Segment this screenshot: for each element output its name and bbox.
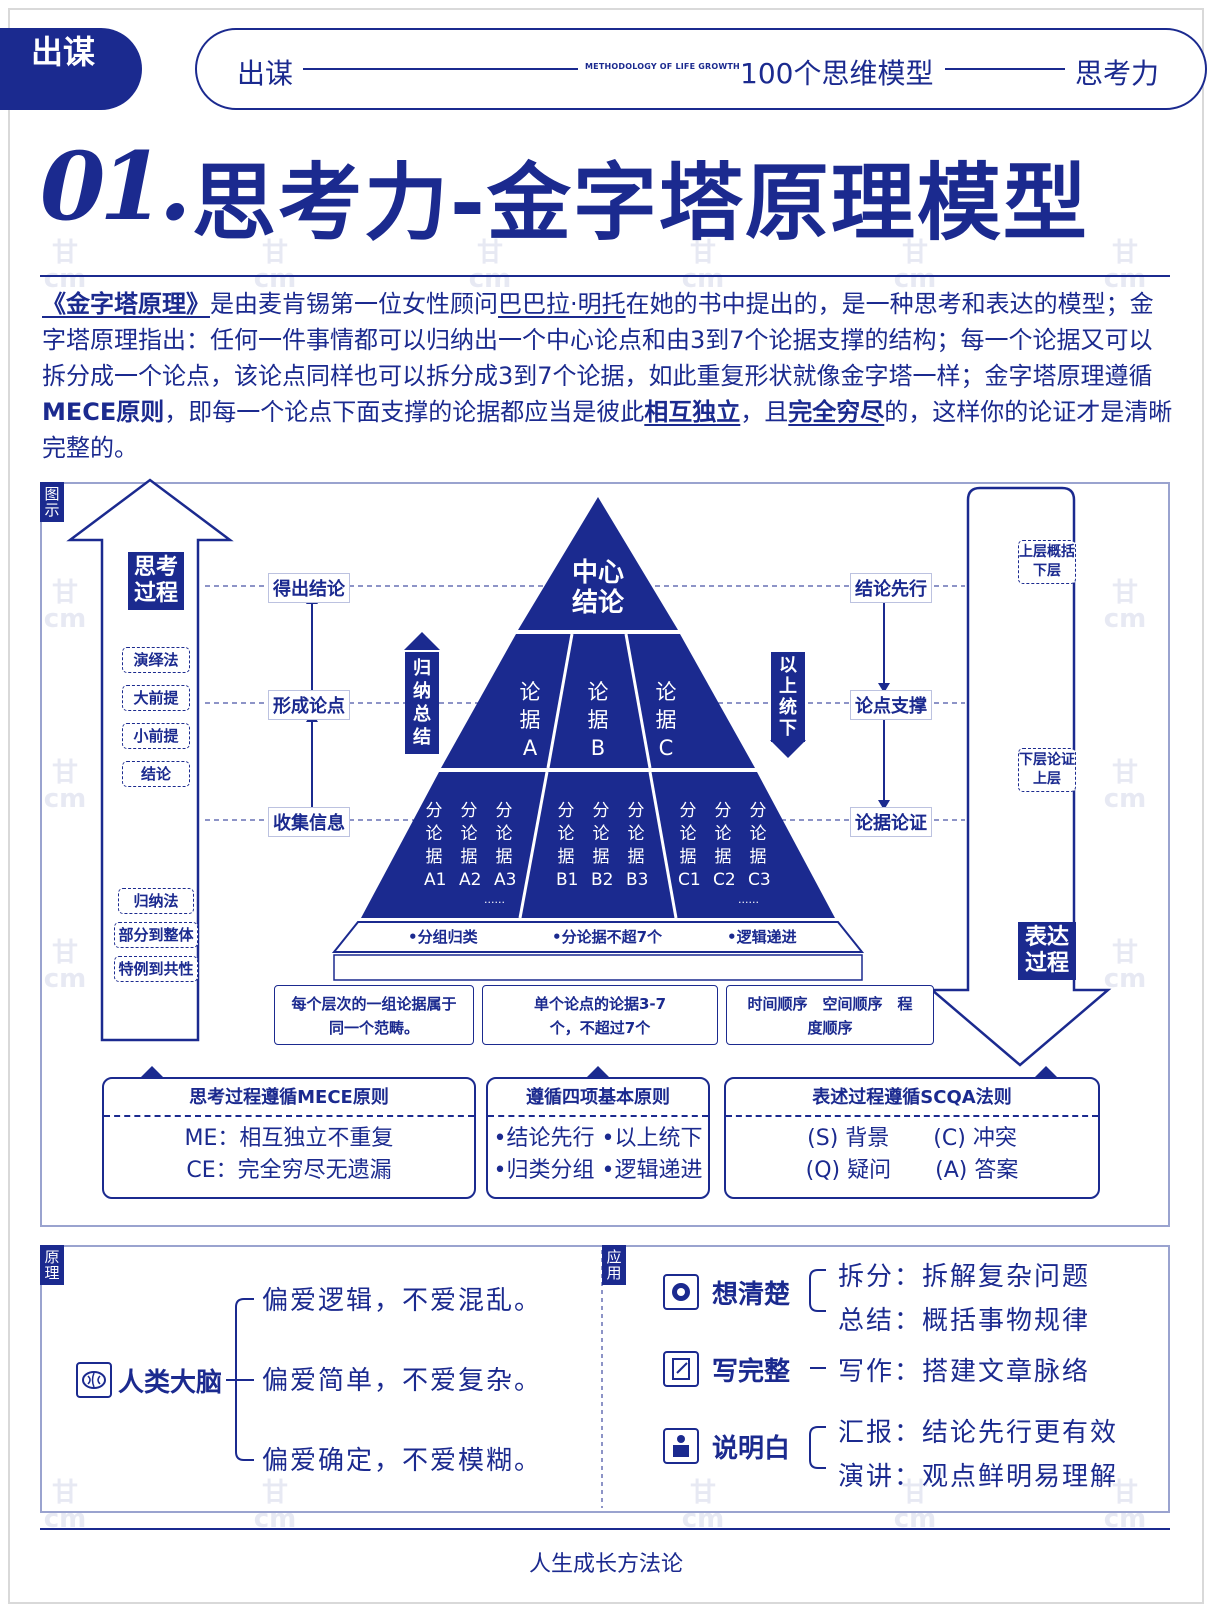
pyramid-sub-a1: 分论据A1 — [424, 801, 447, 890]
method-conclusion: 结论 — [122, 761, 190, 787]
app-explain-report: 汇报：结论先行更有效 — [838, 1418, 1119, 1448]
app-think-clearly: 想清楚 — [712, 1280, 791, 1310]
term-independent: 相互独立 — [644, 398, 741, 426]
summarize-label: 以上统下 — [771, 652, 805, 742]
method-induction: 归纳法 — [118, 888, 194, 914]
principle-scqa-body: (S) 背景 (C) 冲突 (Q) 疑问 (A) 答案 — [805, 1126, 1019, 1183]
book-title: 《金字塔原理》 — [42, 290, 210, 318]
method-deduction: 演绎法 — [122, 647, 190, 673]
principle-mece-title: 思考过程遵循MECE原则 — [104, 1079, 474, 1117]
note-ordering: 时间顺序 空间顺序 程度顺序 — [726, 985, 934, 1045]
app-think-summary: 总结：概括事物规律 — [838, 1306, 1091, 1336]
title-number: 01. — [40, 132, 192, 242]
pyramid-sub-a3: 分论据A3 — [494, 801, 517, 890]
principle-scqa-title: 表述过程遵循SCQA法则 — [726, 1079, 1098, 1117]
principle-four-rules-body: •结论先行 •以上统下 •归类分组 •逻辑递进 — [493, 1126, 703, 1183]
page-title: 思考力-金字塔原理模型 — [192, 154, 1089, 252]
mece-term: MECE原则 — [42, 398, 165, 426]
author-name: 巴巴拉·明托 — [498, 290, 626, 318]
summarize-arrow-icon — [770, 740, 806, 758]
principle-scqa: 表述过程遵循SCQA法则 (S) 背景 (C) 冲突 (Q) 疑问 (A) 答案 — [724, 1077, 1100, 1199]
pyramid-sub-c3: 分论据C3 — [748, 801, 771, 890]
pyramid-ellipsis-c: ...... — [738, 893, 759, 906]
note-three-to-seven: 单个论点的论据3-7个，不超过7个 — [482, 985, 718, 1045]
note-summarize-lower: 上层概括下层 — [1018, 540, 1076, 584]
principle-four-rules-title: 遵循四项基本原则 — [488, 1079, 708, 1117]
header-category-label: 思考力 — [1075, 57, 1160, 90]
app-explain-clearly: 说明白 — [712, 1434, 791, 1464]
label-collect-info: 收集信息 — [268, 807, 350, 837]
application-tag: 应用 — [602, 1245, 626, 1285]
app-write-complete: 写完整 — [712, 1357, 791, 1387]
pyramid-center-conclusion: 中心结论 — [571, 558, 624, 618]
brain-preference-certain: 偏爱确定，不爱模糊。 — [262, 1446, 543, 1476]
method-special-to-general: 特例到共性 — [114, 956, 198, 982]
app-write-structure: 写作：搭建文章脉络 — [838, 1357, 1091, 1387]
brain-preference-logic: 偏爱逻辑，不爱混乱。 — [262, 1286, 543, 1316]
pyramid-sub-b1: 分论据B1 — [556, 801, 579, 890]
footer-rule — [40, 1528, 1170, 1530]
logo-text: 出谋 — [30, 33, 95, 71]
pyramid-argument-a: 论据A — [519, 680, 541, 760]
method-minor-premise: 小前提 — [122, 723, 190, 749]
label-draw-conclusion: 得出结论 — [268, 573, 350, 603]
induce-summary-label: 归纳总结 — [405, 652, 439, 754]
app-explain-speech: 演讲：观点鲜明易理解 — [838, 1462, 1119, 1492]
principle-mece-body: ME：相互独立不重复 CE：完全穷尽无遗漏 — [184, 1126, 394, 1183]
header-english-label: METHODOLOGY OF LIFE GROWTH — [585, 62, 740, 71]
pyramid-top — [518, 497, 678, 630]
header-divider-line — [303, 68, 578, 70]
principle-mece: 思考过程遵循MECE原则 ME：相互独立不重复 CE：完全穷尽无遗漏 — [102, 1077, 476, 1199]
label-form-argument: 形成论点 — [268, 690, 350, 720]
label-argument-support: 论点支撑 — [850, 690, 932, 720]
diagram-tag: 图示 — [40, 482, 64, 522]
pyramid-sub-c2: 分论据C2 — [713, 801, 736, 890]
method-major-premise: 大前提 — [122, 685, 190, 711]
base-grouping: •分组归类 — [408, 928, 478, 946]
pyramid-sub-b3: 分论据B3 — [626, 801, 649, 890]
brain-preference-simple: 偏爱简单，不爱复杂。 — [262, 1366, 543, 1396]
footer-text: 人生成长方法论 — [528, 1552, 683, 1577]
app-think-split: 拆分：拆解复杂问题 — [838, 1262, 1091, 1292]
page-frame — [8, 8, 1204, 1604]
think-clearly-icon — [663, 1274, 699, 1310]
term-exhaustive: 完全穷尽 — [788, 398, 885, 426]
thinking-process-title: 思考过程 — [128, 552, 184, 610]
induce-arrow-icon — [404, 632, 440, 650]
speaker-icon — [663, 1428, 699, 1464]
base-logical-order: •逻辑递进 — [727, 928, 797, 946]
label-conclusion-first: 结论先行 — [850, 573, 932, 603]
pyramid-argument-c: 论据C — [655, 680, 677, 760]
pyramid-bottom — [361, 772, 835, 918]
header-series-label: 100个思维模型 — [740, 57, 934, 90]
header-divider-line — [945, 68, 1065, 70]
pyramid-sub-a2: 分论据A2 — [459, 801, 482, 890]
intro-paragraph: 《金字塔原理》是由麦肯锡第一位女性顾问巴巴拉·明托在她的书中提出的，是一种思考和… — [42, 290, 1173, 462]
pyramid-ellipsis-a: ...... — [484, 893, 505, 906]
label-evidence-proof: 论据论证 — [850, 807, 932, 837]
note-prove-upper: 下层论证上层 — [1018, 748, 1076, 792]
base-max-seven: •分论据不超7个 — [552, 928, 663, 946]
brain-icon — [76, 1362, 112, 1398]
title-rule — [40, 275, 1170, 277]
human-brain-label: 人类大脑 — [118, 1368, 223, 1398]
header-left-label: 出谋 — [237, 57, 294, 90]
write-icon — [663, 1351, 699, 1387]
pyramid-mid — [441, 634, 755, 768]
brand-logo: 出谋 — [0, 28, 142, 110]
diagram-panel — [40, 482, 1170, 1227]
pyramid-argument-b: 论据B — [587, 680, 609, 760]
note-same-category: 每个层次的一组论据属于同一个范畴。 — [274, 985, 474, 1045]
pyramid-base — [331, 921, 865, 953]
expression-process-title: 表达过程 — [1018, 922, 1076, 980]
pyramid-sub-c1: 分论据C1 — [678, 801, 701, 890]
pyramid-sub-b2: 分论据B2 — [591, 801, 614, 890]
principle-tag: 原理 — [40, 1245, 64, 1285]
method-part-to-whole: 部分到整体 — [114, 922, 198, 948]
principle-four-rules: 遵循四项基本原则 •结论先行 •以上统下 •归类分组 •逻辑递进 — [486, 1077, 710, 1199]
